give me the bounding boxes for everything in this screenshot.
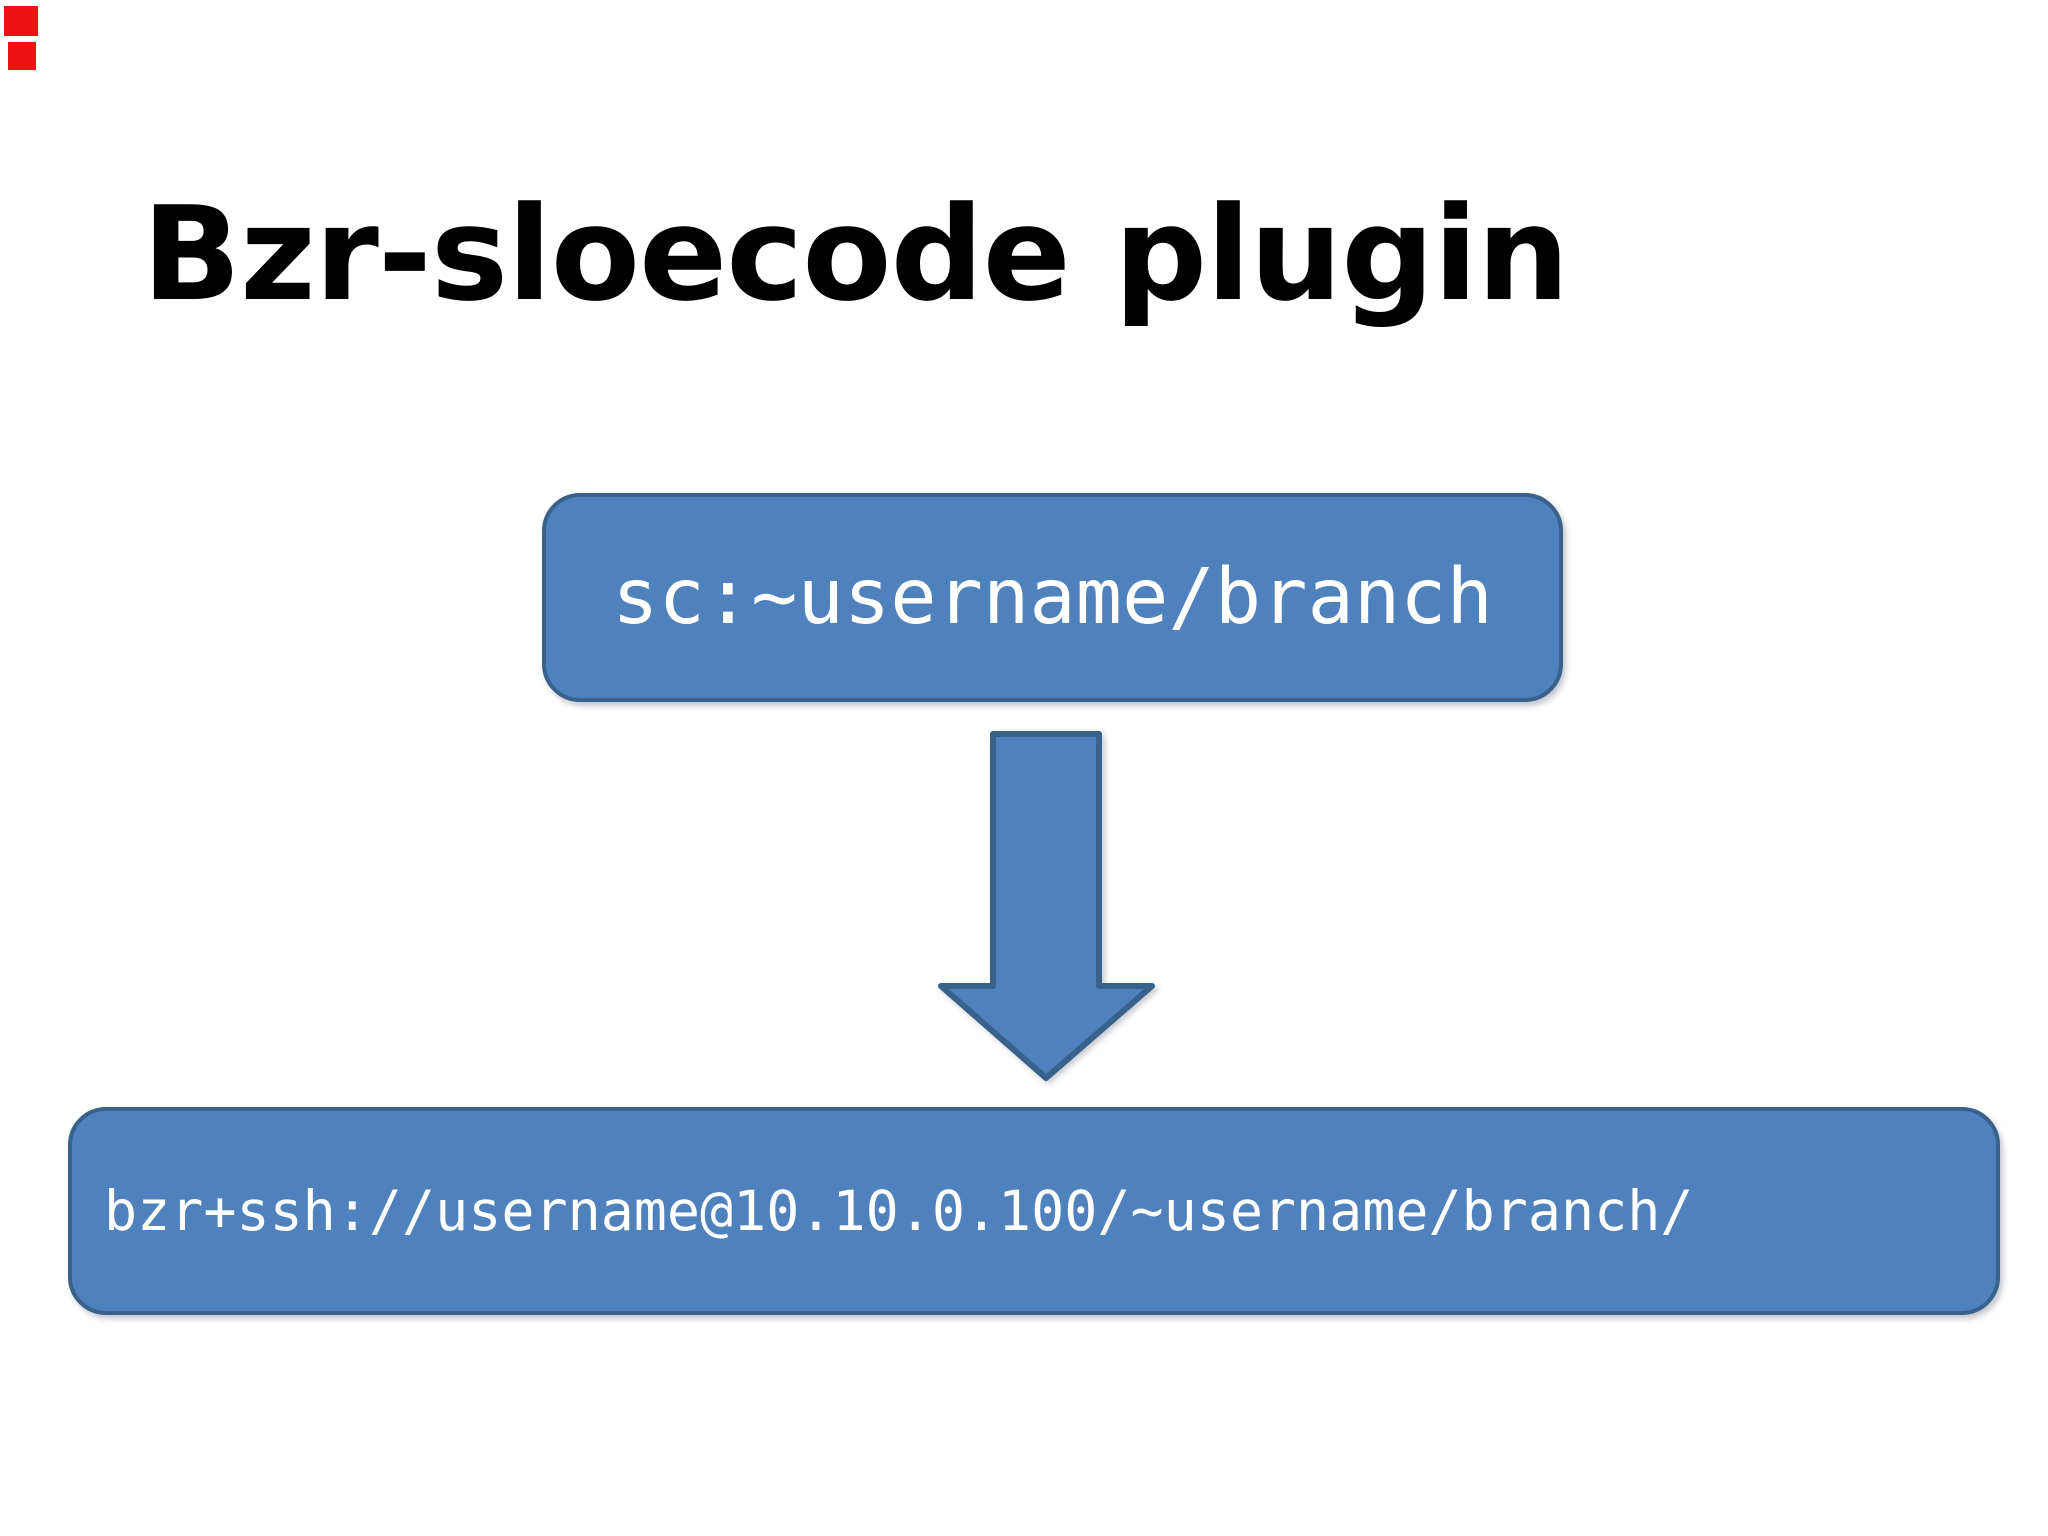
page-title: Bzr-sloecode plugin [142,178,1569,331]
red-corner-marker-top [4,6,38,36]
red-corner-marker-bottom [8,42,36,70]
flow-box-target: bzr+ssh://username@10.10.0.100/~username… [68,1107,2000,1315]
flow-box-target-label: bzr+ssh://username@10.10.0.100/~username… [104,1179,1694,1243]
flow-box-source-label: sc:~username/branch [612,553,1493,642]
down-arrow-icon [938,731,1155,1081]
flow-box-source: sc:~username/branch [542,493,1563,702]
